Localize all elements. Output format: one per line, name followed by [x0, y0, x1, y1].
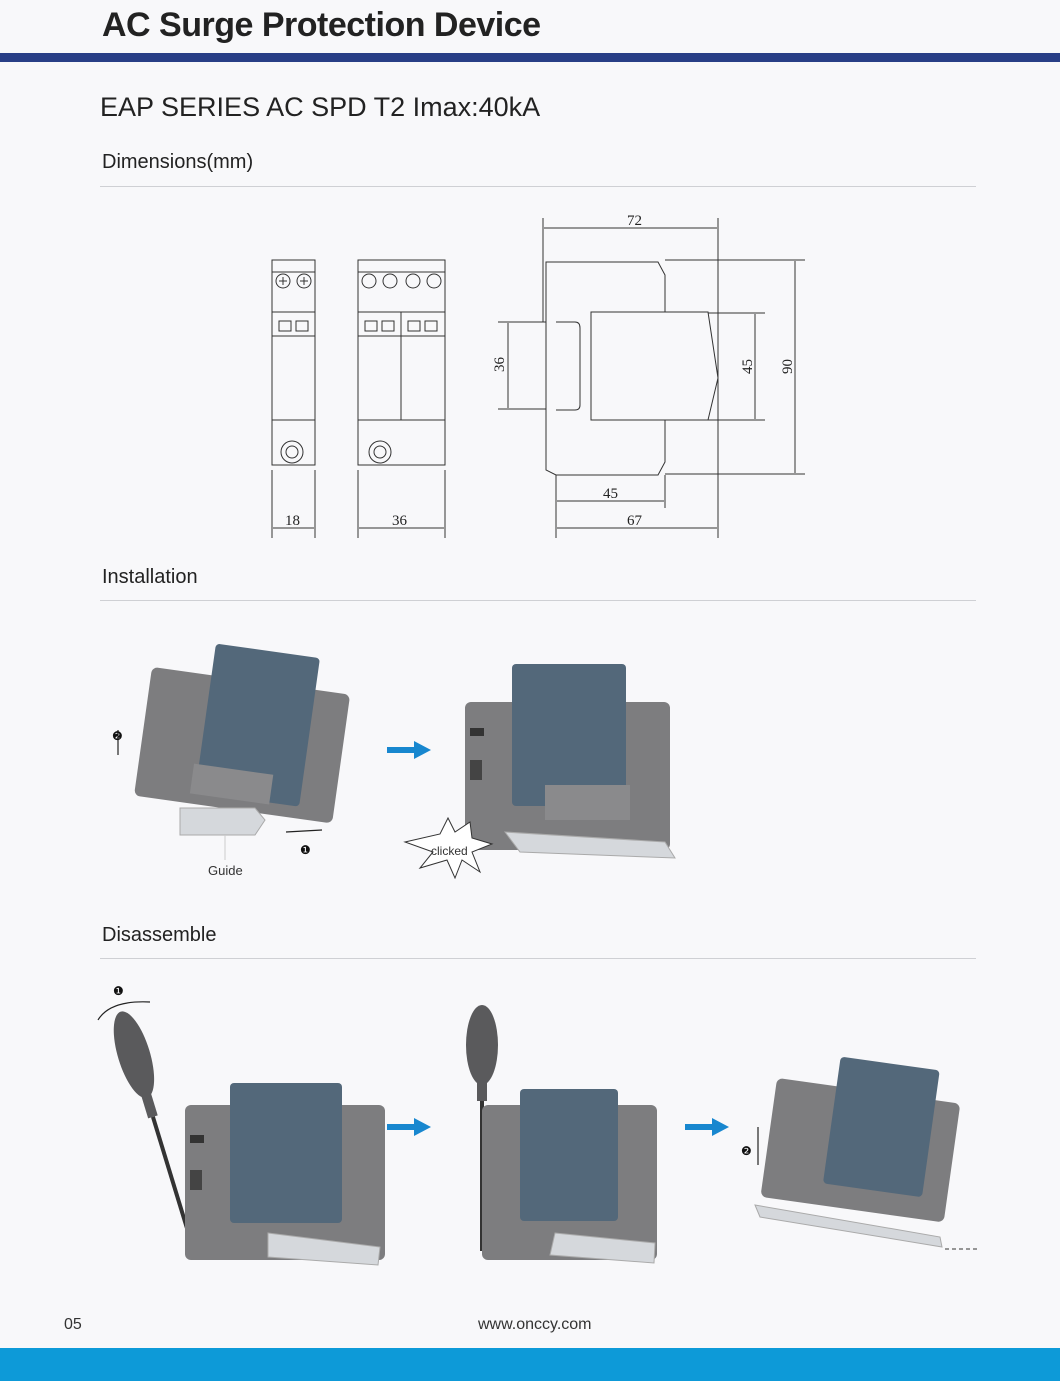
website-link[interactable]: www.onccy.com	[478, 1316, 592, 1333]
guide-label: Guide	[208, 863, 243, 878]
section-divider	[100, 958, 976, 959]
dim-label-width-1p: 18	[285, 513, 300, 529]
rotate-arrow-icon	[97, 1001, 151, 1021]
clicked-label: clicked	[431, 844, 468, 858]
spd-device-mounted	[465, 664, 676, 859]
dim-label-overall-depth: 72	[627, 213, 642, 229]
dimension-drawing: 18 36 72 45 67 36 45 90	[271, 213, 805, 538]
footer-bar	[0, 1348, 1060, 1381]
clicked-burst-icon	[403, 816, 494, 880]
disassemble-illustration: ❶ ❷	[97, 984, 978, 1266]
step-1-marker: ❶	[113, 984, 124, 998]
section-heading-dimensions: Dimensions(mm)	[102, 151, 254, 173]
dim-label-middle-height: 45	[740, 359, 756, 374]
side-view	[498, 218, 805, 538]
din-rail	[754, 1204, 943, 1248]
series-title: EAP SERIES AC SPD T2 Imax:40kA	[100, 92, 541, 122]
arrow-left-icon	[285, 829, 323, 833]
step-1-marker: ❶	[300, 843, 311, 857]
installation-illustration: ❷ ❶ Guide clicked	[112, 644, 676, 880]
spd-device-tilted	[134, 644, 350, 823]
section-heading-installation: Installation	[102, 566, 198, 588]
next-step-arrow-icon	[387, 741, 431, 759]
dim-label-width-2p: 36	[392, 513, 408, 529]
dim-label-overall-height: 90	[780, 359, 796, 374]
front-view-1p	[271, 259, 316, 538]
screwdriver	[113, 1011, 196, 1252]
section-divider	[100, 186, 976, 187]
step-2-marker: ❷	[112, 729, 123, 743]
next-step-arrow-icon	[387, 1118, 431, 1136]
page-title: AC Surge Protection Device	[102, 6, 541, 44]
din-rail	[179, 807, 266, 836]
dim-label-base-depth: 45	[603, 486, 618, 502]
front-view-2p	[357, 259, 446, 538]
dim-label-front-height: 36	[492, 357, 508, 373]
spd-device-step3	[761, 1057, 960, 1222]
title-bar	[0, 53, 1060, 62]
next-step-arrow-icon	[685, 1118, 729, 1136]
page-number: 05	[64, 1316, 82, 1333]
spd-device-step2	[482, 1089, 657, 1264]
section-divider	[100, 600, 976, 601]
dim-label-mount-depth: 67	[627, 513, 643, 529]
spd-device-step1	[185, 1083, 385, 1266]
section-heading-disassemble: Disassemble	[102, 924, 217, 946]
step-2-marker: ❷	[741, 1144, 752, 1158]
